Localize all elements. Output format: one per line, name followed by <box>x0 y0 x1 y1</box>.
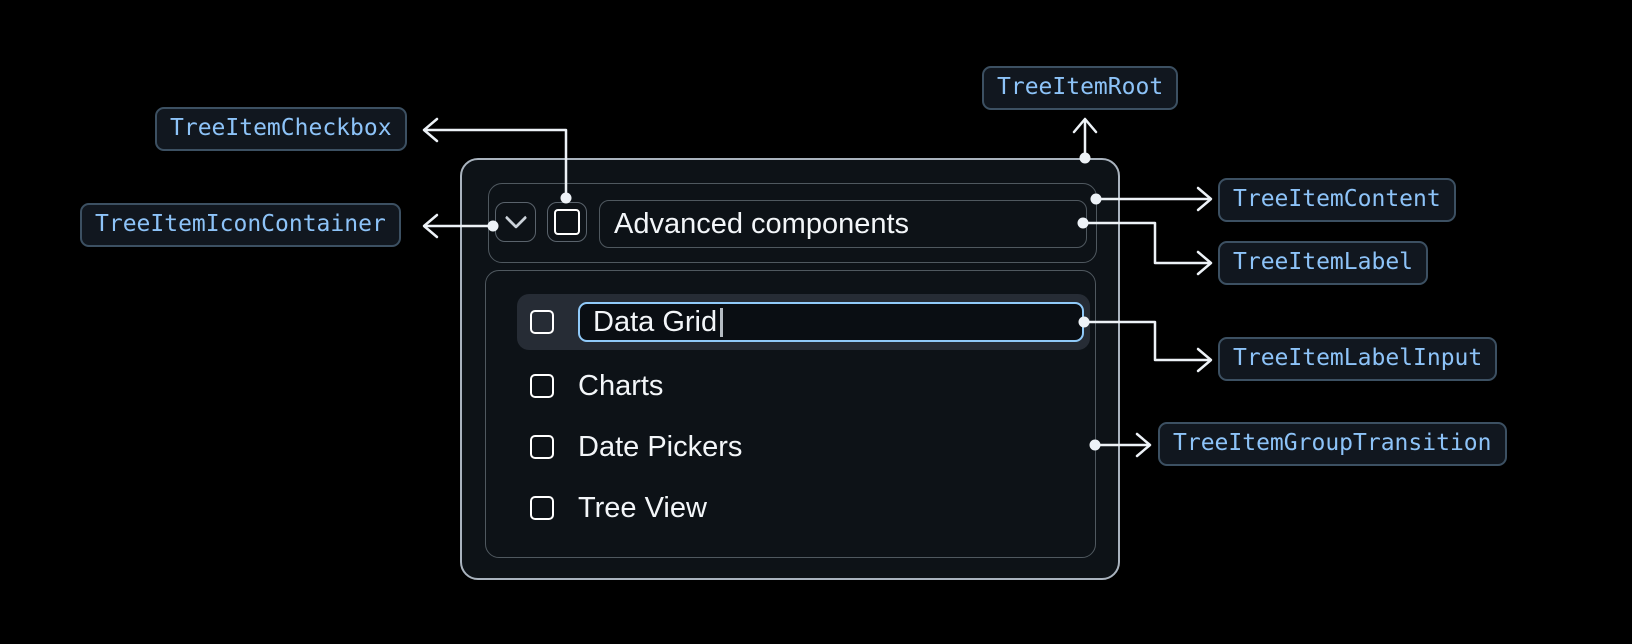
arrow-up-icon <box>1072 117 1098 134</box>
annotation-chip-group-transition: TreeItemGroupTransition <box>1158 422 1507 466</box>
checkbox-unchecked-icon <box>554 209 580 235</box>
annotation-chip-label-input: TreeItemLabelInput <box>1218 337 1498 381</box>
annotation-chip-content: TreeItemContent <box>1218 178 1456 222</box>
annotation-chip-root: TreeItemRoot <box>982 66 1179 110</box>
annotation-chip-label: TreeItemLabel <box>1218 241 1429 285</box>
checkbox-date-pickers[interactable] <box>530 435 554 459</box>
annotation-chip-checkbox: TreeItemCheckbox <box>155 107 407 151</box>
tree-item-group-transition <box>485 270 1096 558</box>
tree-item-label: Advanced components <box>599 200 1087 248</box>
annotation-chip-icon-container: TreeItemIconContainer <box>80 203 401 247</box>
text-caret <box>720 307 723 337</box>
arrow-right-icon <box>1135 432 1152 458</box>
tree-row-label: Tree View <box>578 491 707 524</box>
tree-row-date-pickers[interactable]: Date Pickers <box>517 419 1090 475</box>
tree-item-icon-container[interactable] <box>495 202 536 242</box>
arrow-left-icon <box>422 213 439 239</box>
tree-item-label-input[interactable]: Data Grid <box>578 302 1084 342</box>
label-input-value: Data Grid <box>593 305 718 338</box>
tree-row-label: Charts <box>578 369 664 402</box>
arrow-right-icon <box>1196 347 1213 373</box>
arrow-right-icon <box>1196 186 1213 212</box>
arrow-right-icon <box>1196 250 1213 276</box>
tree-item-checkbox[interactable] <box>547 202 587 242</box>
checkbox-charts[interactable] <box>530 374 554 398</box>
chevron-down-icon <box>504 206 527 230</box>
tree-row-charts[interactable]: Charts <box>517 358 1090 414</box>
checkbox-tree-view[interactable] <box>530 496 554 520</box>
tree-row-tree-view[interactable]: Tree View <box>517 480 1090 536</box>
tree-row-label: Date Pickers <box>578 430 743 463</box>
tree-row-data-grid[interactable]: Data Grid <box>517 294 1090 350</box>
parent-label-text: Advanced components <box>614 207 910 240</box>
checkbox-data-grid[interactable] <box>530 310 554 334</box>
arrow-left-icon <box>422 117 439 143</box>
tree-item-root <box>460 158 1120 580</box>
